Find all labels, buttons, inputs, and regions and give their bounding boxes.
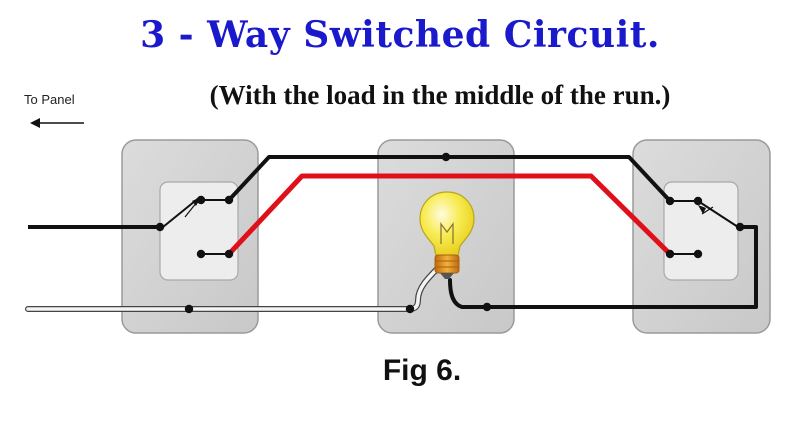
lightbulb-icon [419, 191, 475, 279]
to-panel-label: To Panel [24, 92, 75, 107]
bulb-hot-lead [448, 278, 489, 309]
red-traveler-wire [227, 173, 672, 256]
right-switch-mechanism [670, 200, 739, 255]
to-panel-arrow [30, 118, 84, 128]
figure-label: Fig 6. [382, 354, 462, 387]
diagram-subtitle: (With the load in the middle of the run.… [209, 80, 671, 110]
right-switch-body [663, 181, 739, 281]
terminal-dots [155, 152, 745, 314]
diagram-title: 3 - Way Switched Circuit. [140, 14, 660, 56]
switched-leg-wire [487, 225, 758, 309]
